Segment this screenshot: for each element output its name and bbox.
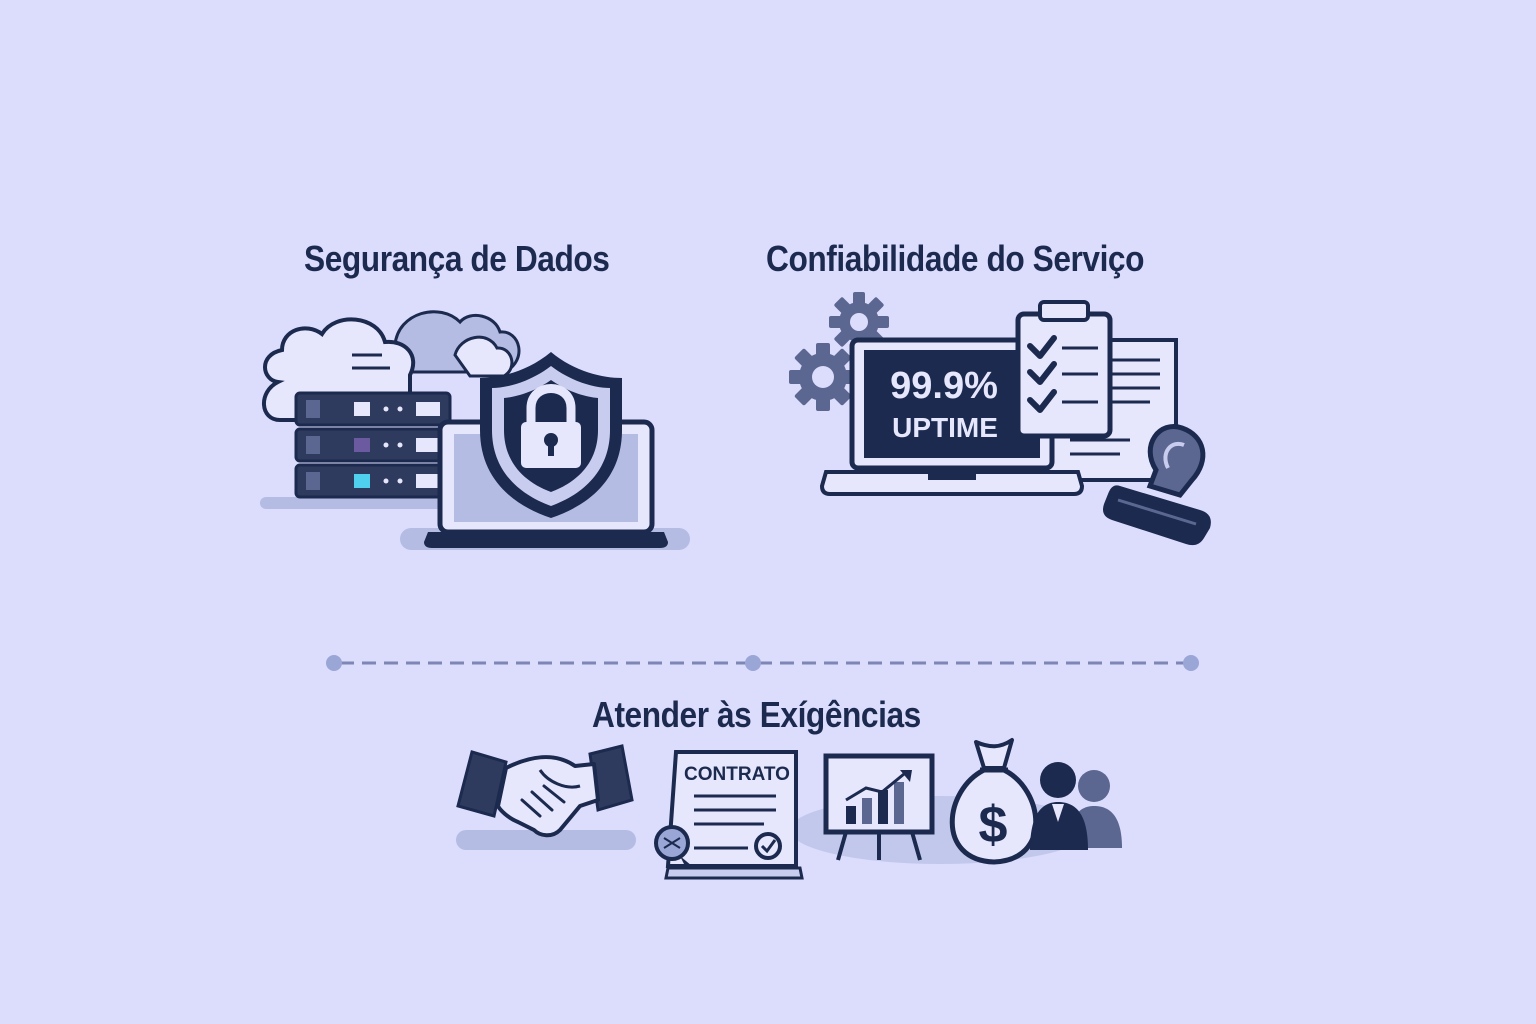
service-reliability-illustration: 99.9% UPTIME <box>789 292 1211 546</box>
checklist-clipboard-icon <box>1015 300 1113 439</box>
contract-document-icon <box>654 750 804 880</box>
data-security-illustration <box>260 310 690 550</box>
gear-icon <box>789 343 857 411</box>
contract-label: CONTRATO <box>684 764 790 785</box>
svg-text:$: $ <box>979 796 1008 854</box>
stamp-icon <box>1103 424 1211 546</box>
people-icon <box>1030 762 1122 850</box>
uptime-value: 99.9% <box>890 365 998 407</box>
money-bag-icon: $ <box>949 738 1039 865</box>
handshake-icon <box>456 744 634 838</box>
ground-shadow <box>260 497 460 509</box>
meet-requirements-illustration: CONTRATO $ <box>456 738 1122 880</box>
laptop-icon <box>819 337 1085 496</box>
shield-lock-icon <box>480 352 622 518</box>
growth-chart-icon <box>823 753 935 861</box>
gear-icon <box>829 292 889 352</box>
data-security-title: Segurança de Dados <box>304 238 610 279</box>
service-reliability-title: Confiabilidade do Serviço <box>766 238 1145 279</box>
timeline-divider <box>326 655 1199 671</box>
timeline-node <box>326 655 342 671</box>
timeline-node <box>1183 655 1199 671</box>
meet-requirements-title: Atender às Exígências <box>592 694 921 735</box>
ground-shadow <box>456 830 636 850</box>
uptime-label: UPTIME <box>892 412 998 443</box>
server-rack-icon <box>294 391 452 499</box>
seal-icon <box>654 825 692 868</box>
timeline-node <box>745 655 761 671</box>
